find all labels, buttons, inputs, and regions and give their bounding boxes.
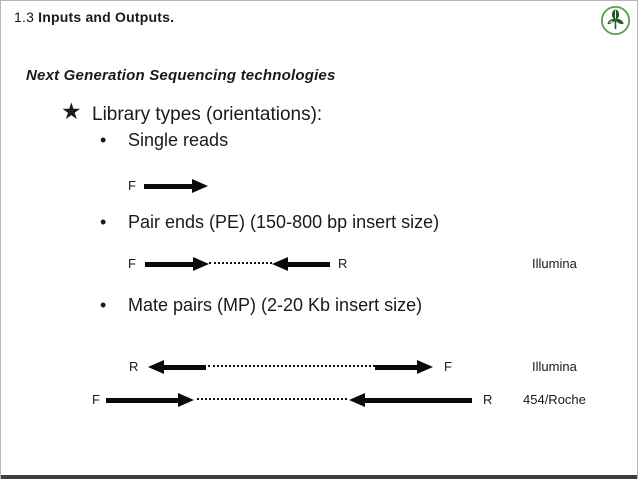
mp-454-f-label: F [92,392,100,407]
bullet-icon: • [100,295,107,315]
mp-454-r-label: R [483,392,493,407]
pe-r-label: R [338,256,348,271]
mp-454-reverse-arrow-icon [349,392,472,408]
library-types-heading: Library types (orientations): [92,104,323,125]
mp-454-platform-label: 454/Roche [523,392,586,407]
single-reads-f-label: F [128,178,136,193]
slide-subtitle: Next Generation Sequencing technologies [26,67,336,84]
mp-454-insert-dotted-line [197,398,347,400]
section-title: Inputs and Outputs. [38,9,175,25]
mp-illumina-platform-label: Illumina [532,359,577,374]
list-item-single-reads: Single reads [128,130,229,150]
star-bullet-icon: ★ [61,98,82,124]
mp-illumina-reverse-arrow-icon [148,359,206,375]
list-item-pair-ends: Pair ends (PE) (150-800 bp insert size) [128,212,440,232]
mp-illumina-forward-arrow-icon [375,359,433,375]
plant-logo-icon [600,5,631,36]
mp-illumina-f-label: F [444,359,452,374]
mp-454-forward-arrow-icon [106,392,194,408]
pe-insert-dotted-line [209,262,272,264]
pe-f-label: F [128,256,136,271]
mp-illumina-insert-dotted-line [208,365,375,367]
single-reads-forward-arrow-icon [144,178,208,194]
pe-forward-arrow-icon [145,256,209,272]
bullet-icon: • [100,212,107,232]
slide-bottom-border [1,475,637,479]
list-item-mate-pairs: Mate pairs (MP) (2-20 Kb insert size) [128,295,423,315]
pe-reverse-arrow-icon [272,256,330,272]
section-number: 1.3 [14,9,35,25]
pe-platform-label: Illumina [532,256,577,271]
mp-illumina-r-label: R [129,359,139,374]
page-title: 1.3 Inputs and Outputs. [14,9,174,25]
bullet-icon: • [100,130,107,150]
